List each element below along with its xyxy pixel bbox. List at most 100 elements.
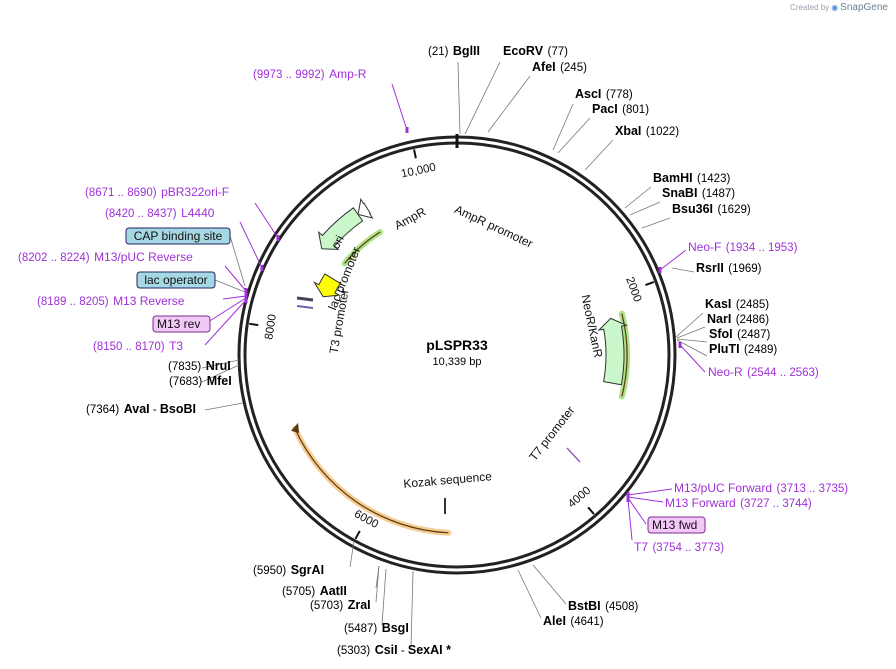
snapgene-logo-icon: ◉	[831, 3, 839, 12]
primer-position: (3727 .. 3744)	[740, 498, 812, 510]
primer-leader-line	[679, 344, 706, 373]
primer-leader-line	[627, 498, 633, 541]
primer-site-mark	[260, 265, 264, 271]
restriction-sites: (21) BglII EcoRV (77)AfeI (245) AscI (778)…	[86, 42, 777, 657]
feature-label: AmpR	[392, 204, 428, 232]
enzyme-label: BamHI (1423)	[653, 169, 730, 186]
enzyme-name: KasI	[705, 297, 731, 311]
enzyme-name: RsrII	[696, 261, 724, 275]
highlight-arc-core	[621, 313, 628, 397]
enzyme-position: (5705)	[282, 586, 315, 598]
primer-label: (8671 .. 8690) pBR322ori-F	[85, 183, 229, 200]
tick-mark	[354, 530, 361, 540]
tick-mark	[413, 149, 417, 159]
primer-name: L4440	[181, 206, 215, 220]
primer-label: M13 Forward (3727 .. 3744)	[665, 494, 812, 511]
tick-mark	[249, 322, 259, 327]
primer-leader-line	[207, 297, 247, 323]
enzyme-name: Bsu36I	[672, 202, 713, 216]
highlight-arcs	[291, 229, 630, 536]
feature-badge	[136, 271, 216, 289]
primer-leader-line	[627, 497, 647, 525]
enzyme-name: ZraI	[348, 598, 371, 612]
primer-site-mark	[626, 496, 630, 502]
enzyme-name: BamHI	[653, 171, 693, 185]
enzyme-label: (7835) NruI	[168, 357, 231, 374]
enzyme-position: (778)	[606, 89, 633, 101]
enzyme-position: (7364)	[86, 404, 119, 416]
arc-arrowhead-icon	[291, 422, 300, 433]
enzyme-leader-line	[464, 61, 501, 135]
highlight-arc-core	[294, 428, 449, 534]
primer-name: Neo-R	[708, 365, 743, 379]
enzyme-label: EcoRV (77)	[503, 42, 568, 59]
enzyme-name: SnaBI	[662, 186, 697, 200]
enzyme-leader-line	[201, 364, 240, 383]
enzyme-name: EcoRV	[503, 44, 544, 58]
enzyme-position: (21)	[428, 46, 449, 58]
enzyme-label: SfoI (2487)	[709, 325, 770, 342]
feature-label: AmpR promoter	[452, 202, 535, 250]
enzyme-name: BglII	[453, 44, 480, 58]
tick-mark	[645, 280, 655, 287]
primer-site-mark	[244, 288, 248, 294]
feature-badge	[125, 227, 231, 245]
enzyme-position: (7835)	[168, 361, 201, 373]
enzyme-leader-line	[676, 339, 708, 357]
enzyme-label: (7364) AvaI - BsoBI	[86, 400, 196, 417]
primer-badge-label: M13 fwd	[652, 518, 697, 532]
primer-position: (8420 .. 8437)	[105, 208, 177, 220]
enzyme-label: (5487) BsgI	[344, 619, 409, 636]
enzyme-position: (5303)	[337, 645, 370, 657]
enzyme-name: BstBI	[568, 599, 601, 613]
enzyme-label: NarI (2486)	[707, 310, 769, 327]
enzyme-name-alt: BsoBI	[160, 402, 196, 416]
feature-arrow	[313, 273, 342, 298]
enzyme-leader-line	[457, 61, 461, 135]
enzyme-leader-line	[410, 570, 414, 648]
primer-position: (3713 .. 3735)	[776, 483, 848, 495]
enzyme-name: SfoI	[709, 327, 733, 341]
highlight-arc-core	[344, 231, 381, 264]
enzyme-position: (5703)	[310, 600, 343, 612]
primer-name: M13/pUC Forward	[674, 481, 772, 495]
enzyme-label: AfeI (245)	[532, 58, 587, 75]
enzyme-name: NruI	[206, 359, 231, 373]
primer-site-mark	[276, 235, 280, 241]
enzyme-position: (5950)	[253, 565, 286, 577]
primer-name: T3	[169, 339, 183, 353]
enzyme-leader-line	[629, 201, 661, 216]
primer-name: M13/pUC Reverse	[94, 250, 193, 264]
enzyme-leader-line	[676, 338, 708, 343]
enzyme-name: MfeI	[207, 374, 232, 388]
enzyme-name: AleI	[543, 614, 566, 628]
enzyme-name: PacI	[592, 102, 618, 116]
enzyme-label: SnaBI (1487)	[662, 184, 735, 201]
primer-badge	[152, 315, 211, 333]
enzyme-name: XbaI	[615, 124, 641, 138]
primer-position: (8202 .. 8224)	[18, 252, 90, 264]
primer-label: (8189 .. 8205) M13 Reverse	[37, 292, 185, 309]
enzyme-label: RsrII (1969)	[696, 259, 762, 276]
promoter-cluster-mark	[296, 296, 314, 302]
enzyme-position: (2489)	[744, 344, 777, 356]
feature-leader-line	[214, 279, 246, 293]
primer-badge-label: M13 rev	[157, 317, 200, 331]
primer-label: T7 (3754 .. 3773)	[634, 538, 724, 555]
enzyme-label: KasI (2485)	[705, 295, 769, 312]
primer-leader-line	[224, 265, 247, 292]
primer-name: M13 Reverse	[113, 294, 185, 308]
enzyme-name: CsiI	[375, 643, 398, 657]
enzyme-leader-line	[487, 75, 531, 133]
enzyme-position: (7683)	[169, 376, 202, 388]
enzyme-leader-line	[381, 568, 387, 626]
enzyme-leader-line	[552, 103, 574, 151]
enzyme-position: (1487)	[702, 188, 735, 200]
enzyme-label: AscI (778)	[575, 85, 633, 102]
enzyme-position: (2486)	[736, 314, 769, 326]
enzyme-leader-line	[349, 540, 355, 568]
enzyme-leader-line	[532, 564, 567, 605]
primer-label: (8420 .. 8437) L4440	[105, 204, 215, 221]
enzyme-position: (5487)	[344, 623, 377, 635]
